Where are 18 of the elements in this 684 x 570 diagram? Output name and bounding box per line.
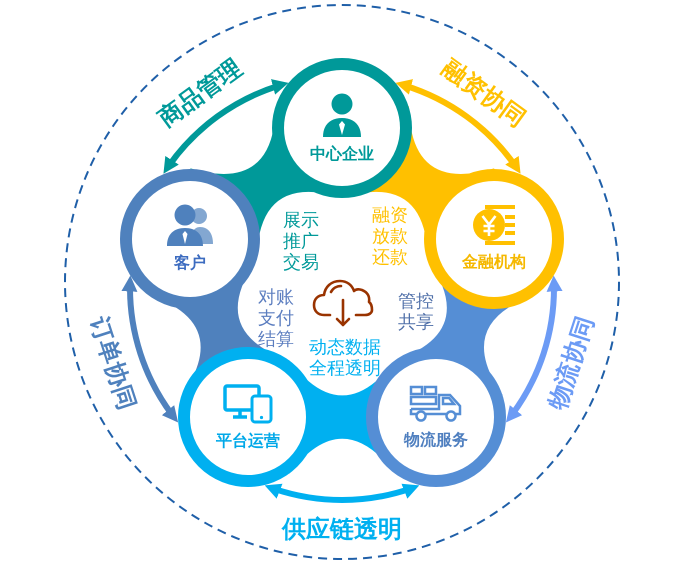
info-text: 管控共享 [398, 291, 435, 333]
node-label: 客户 [174, 253, 206, 274]
node-label: 平台运营 [216, 430, 280, 451]
double-arrow [161, 80, 290, 176]
info-text: 对账支付结算 [258, 287, 295, 350]
node-label: 物流服务 [404, 430, 468, 450]
edge-label: 订单协同 [84, 312, 141, 412]
double-arrow [264, 482, 420, 503]
edge-label: 商品管理 [153, 53, 248, 133]
info-text: 融资放款还款 [372, 205, 409, 268]
edge-label: 供应链透明 [282, 515, 402, 543]
info-text: 展示推广交易 [283, 210, 320, 273]
edge-label: 物流协同 [543, 312, 600, 412]
node-label: 金融机构 [462, 252, 526, 272]
double-arrow [394, 80, 523, 176]
edge-label: 融资协同 [436, 53, 531, 133]
info-text: 动态数据全程透明 [309, 337, 382, 379]
node-label: 中心企业 [310, 144, 374, 164]
